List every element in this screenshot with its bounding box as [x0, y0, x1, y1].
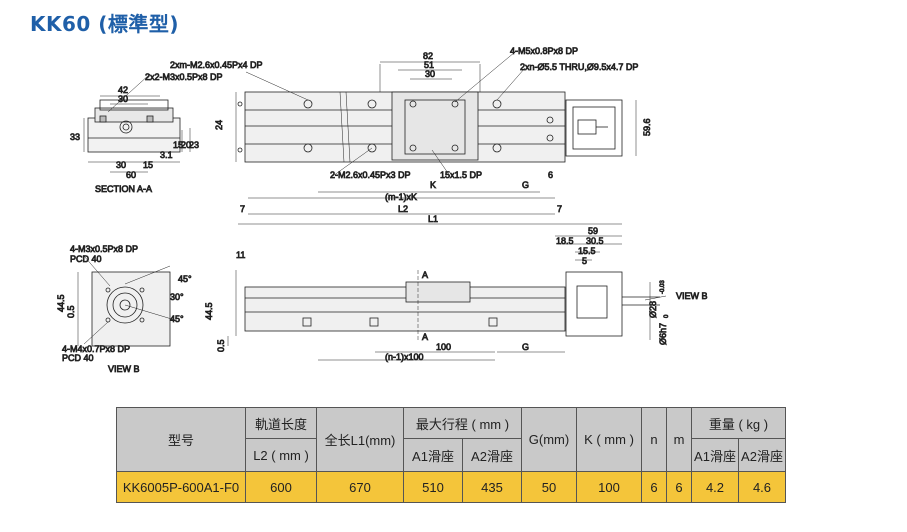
top-dim-l1: L1: [428, 214, 438, 224]
cell-l2: 600: [245, 471, 317, 503]
section-aa-callout-1: 2xm-M2.6x0.45Px4 DP: [170, 60, 263, 70]
header-weight: 重量 ( kg ): [691, 407, 786, 439]
side-dim-185: 18.5: [556, 236, 574, 246]
side-dim-g: G: [522, 342, 529, 352]
side-section-mark-bottom: A: [422, 332, 428, 342]
view-b-callout-m4: 4-M4x0.7Px8 DP: [62, 344, 130, 354]
side-dim-100: 100: [436, 342, 451, 352]
cell-model: KK6005P-600A1-F0: [116, 471, 246, 503]
technical-drawing: 2x2-M3x0.5Px8 DP 2xm-M2.6x0.45Px4 DP 42 …: [56, 46, 708, 375]
top-dim-24: 24: [214, 120, 224, 130]
top-dim-7b: 7: [557, 204, 562, 214]
top-callout-m26: 2-M2.6x0.45Px3 DP: [330, 170, 411, 180]
header-stroke-a2: A2滑座: [462, 438, 522, 472]
side-dim-59: 59: [588, 226, 598, 236]
view-b-dim-45b: 45°: [170, 314, 184, 324]
top-view: [235, 51, 637, 225]
cell-k: 100: [576, 471, 642, 503]
section-aa-dim-30b: 30: [116, 160, 126, 170]
top-dim-30: 30: [425, 69, 435, 79]
spec-table: 型号 軌道长度 全长L1(mm) 最大行程 ( mm ) G(mm) K ( m…: [116, 407, 786, 503]
view-b-callout-pcd1: PCD 40: [70, 254, 102, 264]
header-model: 型号: [116, 407, 246, 472]
header-weight-a1: A1滑座: [691, 438, 739, 472]
view-b-caption: VIEW B: [108, 364, 140, 374]
section-aa-view: [83, 73, 191, 173]
cell-n: 6: [641, 471, 667, 503]
view-b-dim-445: 44.5: [56, 294, 66, 312]
header-stroke-a1: A1滑座: [403, 438, 463, 472]
side-view-b-label: VIEW B: [676, 291, 708, 301]
view-b-dim-30: 30°: [170, 292, 184, 302]
view-b-dim-45a: 45°: [178, 274, 192, 284]
side-dim-305: 30.5: [586, 236, 604, 246]
section-aa-dim-23: 23: [189, 140, 199, 150]
section-aa-dim-15b: 15: [173, 140, 183, 150]
top-callout-m5: 4-M5x0.8Px8 DP: [510, 46, 578, 56]
top-dim-596: 59.6: [642, 118, 652, 136]
header-g: G(mm): [521, 407, 577, 472]
cell-weight-a1: 4.2: [691, 471, 739, 503]
top-dim-6: 6: [548, 170, 553, 180]
section-aa-dim-15: 15: [143, 160, 153, 170]
header-m: m: [666, 407, 692, 472]
side-dim-11: 11: [236, 250, 245, 260]
top-dim-g: G: [522, 180, 529, 190]
top-callout-thru: 2xn-Ø5.5 THRU,Ø9.5x4.7 DP: [520, 62, 638, 72]
view-b-callout-m3: 4-M3x0.5Px8 DP: [70, 244, 138, 254]
side-section-mark-top: A: [422, 270, 428, 280]
header-k: K ( mm ): [576, 407, 642, 472]
section-aa-dim-31: 3.1: [160, 150, 173, 160]
top-dim-82: 82: [423, 51, 433, 61]
table-row: KK6005P-600A1-F0 600 670 510 435 50 100 …: [116, 471, 786, 503]
side-dim-tol-lower: 0: [664, 314, 670, 318]
cell-stroke-a2: 435: [462, 471, 522, 503]
cell-stroke-a1: 510: [403, 471, 463, 503]
section-aa-dim-42: 42: [118, 85, 128, 95]
view-b: [77, 255, 176, 347]
header-rail-length: 軌道长度: [245, 407, 317, 439]
side-view: [227, 235, 667, 361]
section-aa-callout-2: 2x2-M3x0.5Px8 DP: [145, 72, 223, 82]
cell-l1: 670: [316, 471, 404, 503]
side-dim-445: 44.5: [204, 302, 214, 320]
view-b-callout-pcd2: PCD 40: [62, 353, 94, 363]
top-callout-dp15: 15x1.5 DP: [440, 170, 482, 180]
top-dim-mk: (m-1)xK: [385, 192, 417, 202]
cell-weight-a2: 4.6: [738, 471, 786, 503]
section-aa-dim-20: 20: [181, 140, 191, 150]
top-dim-7a: 7: [240, 204, 245, 214]
side-dim-d6h7: Ø6h7: [658, 323, 668, 345]
cell-g: 50: [521, 471, 577, 503]
side-dim-n100: (n-1)x100: [385, 352, 424, 362]
side-dim-155: 15.5: [578, 246, 596, 256]
section-aa-dim-30: 30: [118, 94, 128, 104]
section-aa-dim-60: 60: [126, 170, 136, 180]
top-dim-51: 51: [424, 60, 434, 70]
header-n: n: [641, 407, 667, 472]
header-total-length: 全长L1(mm): [316, 407, 404, 472]
view-b-dim-05: 0.5: [66, 305, 76, 318]
section-aa-dim-33: 33: [70, 132, 80, 142]
side-dim-05: 0.5: [216, 339, 226, 352]
page-title: KK60 (標準型): [30, 12, 180, 36]
section-aa-caption: SECTION A-A: [95, 184, 152, 194]
top-dim-l2: L2: [398, 204, 408, 214]
cell-m: 6: [666, 471, 692, 503]
side-dim-5: 5: [582, 256, 587, 266]
side-dim-d28: Ø28: [648, 301, 658, 318]
top-dim-k: K: [430, 180, 436, 190]
header-rail-length-unit: L2 ( mm ): [245, 438, 317, 472]
side-dim-tol-upper: -0.03: [660, 280, 666, 294]
header-weight-a2: A2滑座: [738, 438, 786, 472]
header-max-stroke: 最大行程 ( mm ): [403, 407, 522, 439]
